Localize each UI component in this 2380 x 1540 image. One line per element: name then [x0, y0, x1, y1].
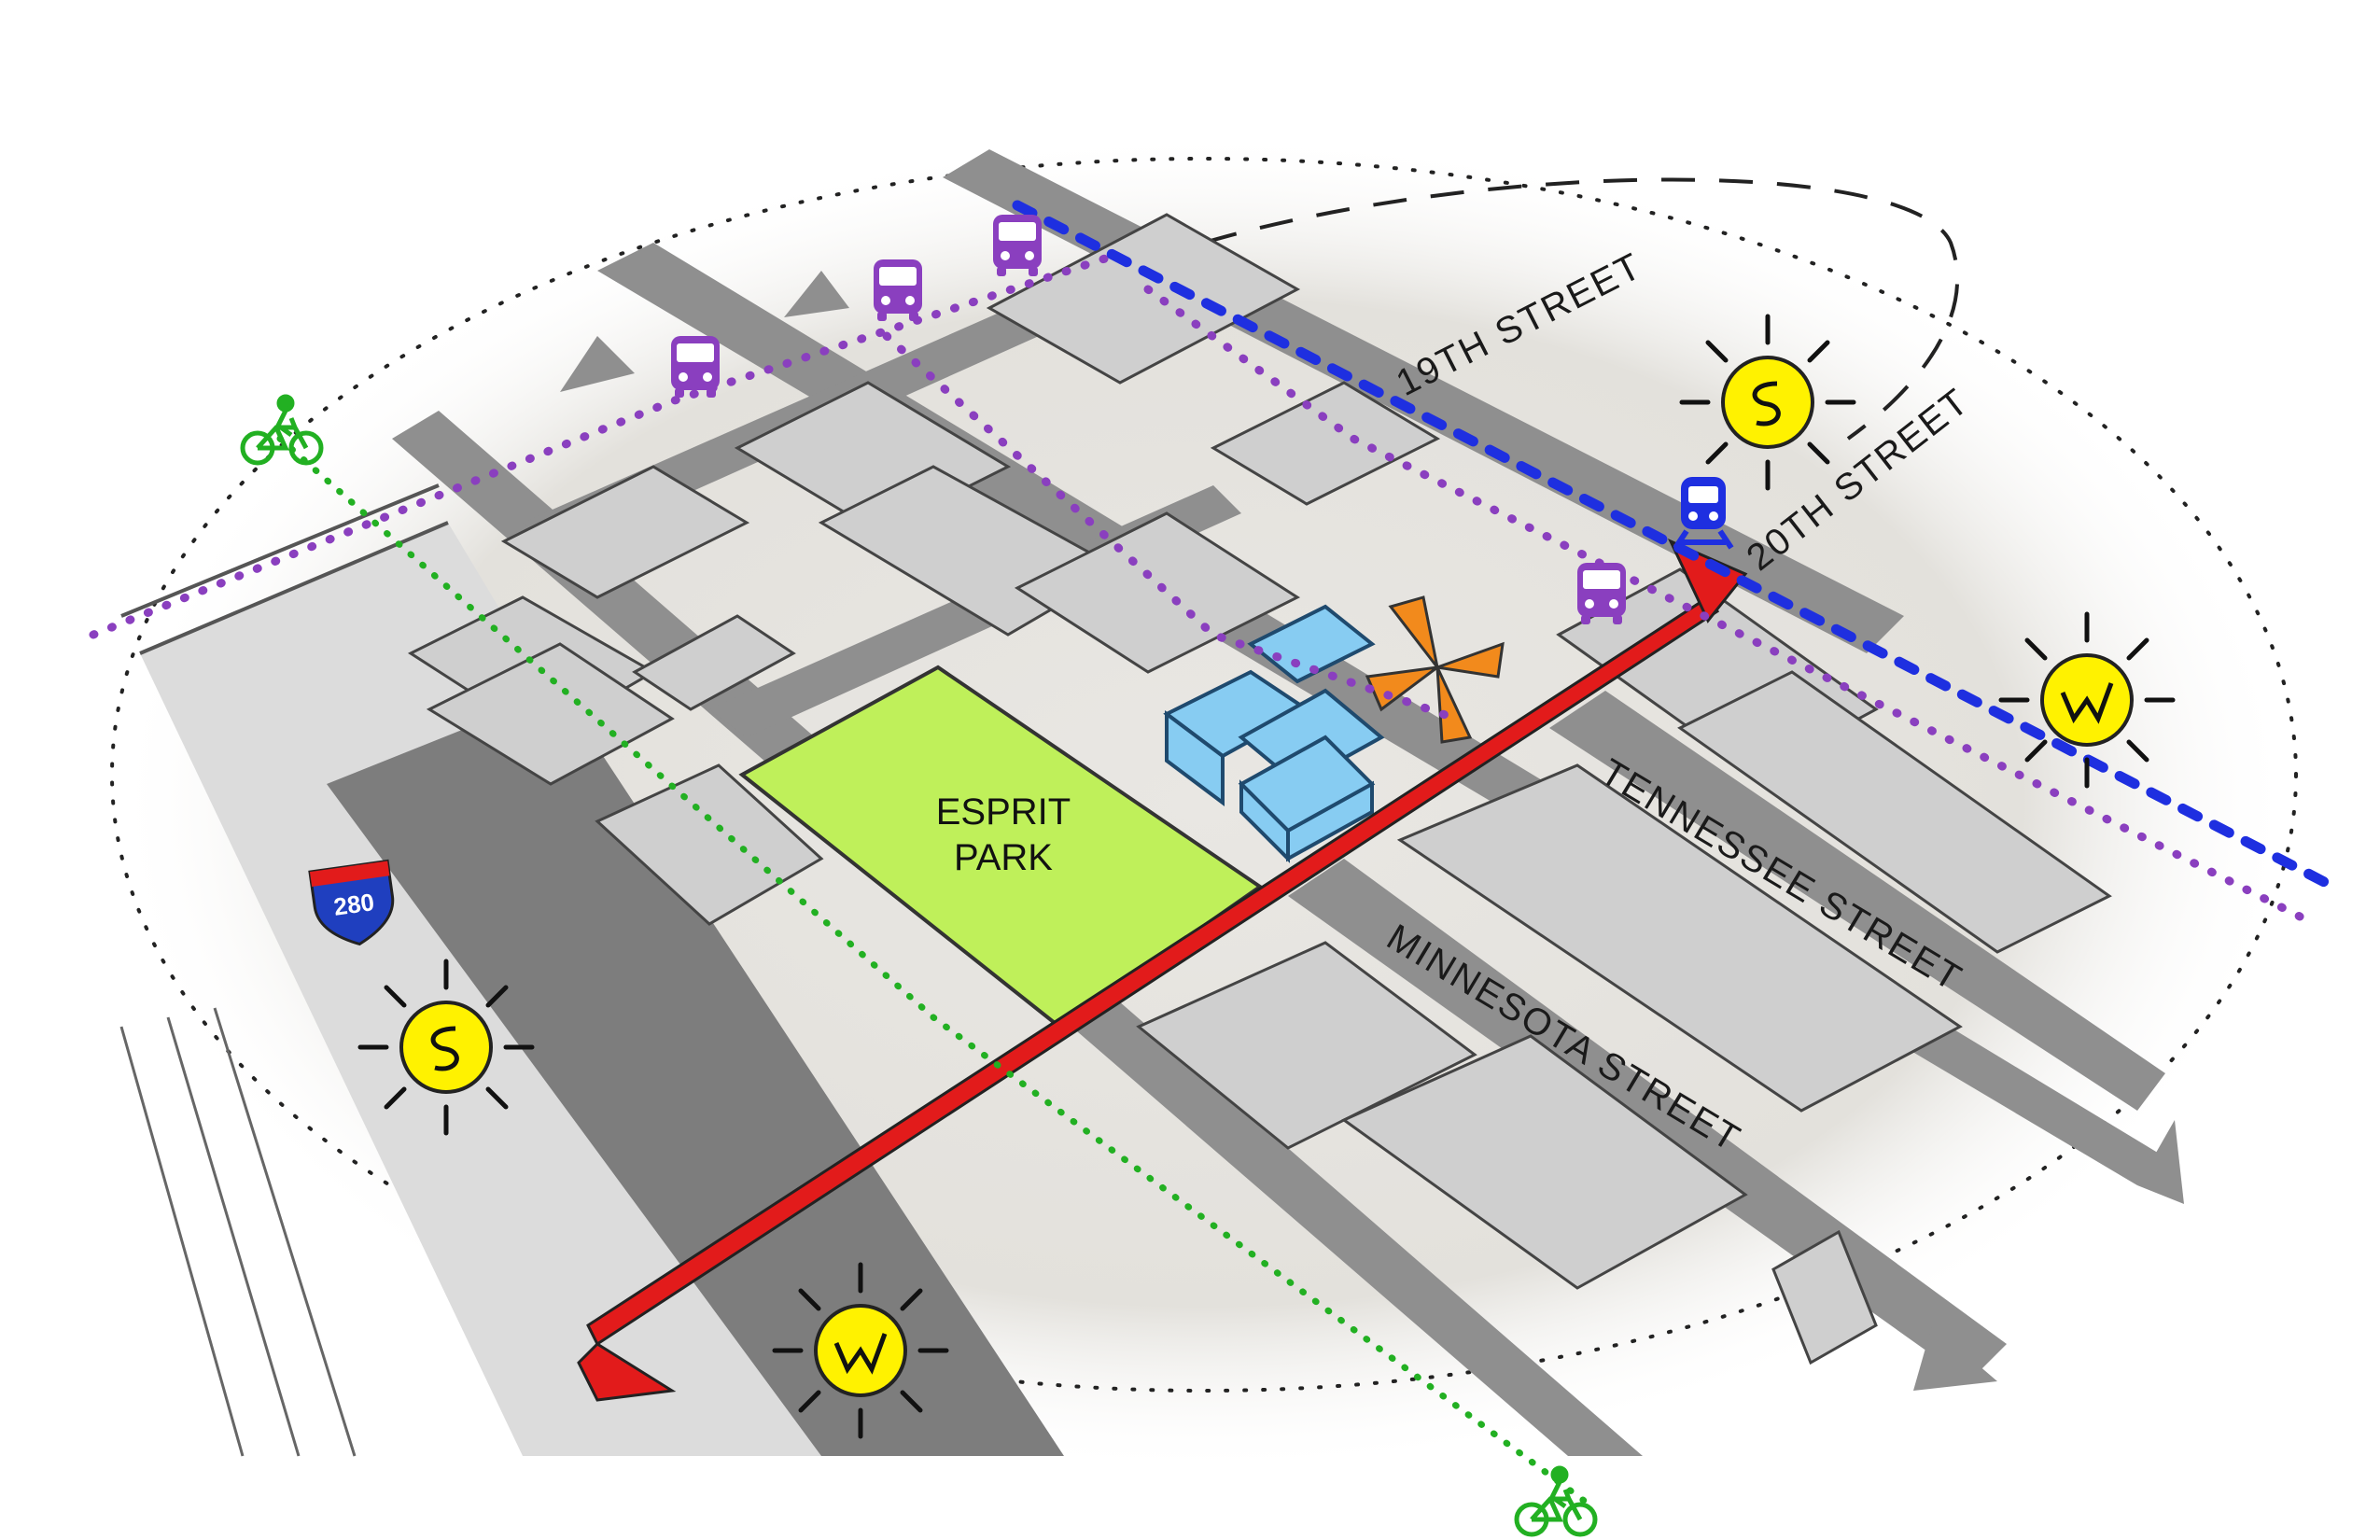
park-label-line2: PARK: [954, 837, 1053, 878]
shield-number: 280: [332, 888, 376, 921]
red-corridor-20th-street: [577, 539, 1748, 1402]
hub-star-icon: [1365, 595, 1505, 744]
bus-icon[interactable]: [1577, 563, 1626, 624]
sun-s-icon[interactable]: [360, 961, 532, 1133]
bus-icon[interactable]: [874, 259, 922, 321]
sun-s-icon[interactable]: [1682, 316, 1854, 488]
freeway-280: [119, 483, 1064, 1457]
park-label-line1: ESPRIT: [936, 791, 1071, 833]
bike-route-line: [276, 435, 1590, 1506]
sun-w-icon[interactable]: [775, 1265, 946, 1436]
bus-route-line: [89, 252, 2319, 929]
study-area-boundary: [110, 157, 2298, 1393]
bus-icon[interactable]: [671, 336, 720, 398]
sun-w-icon[interactable]: [2001, 614, 2173, 786]
north-dashed-loop: [1203, 177, 1960, 441]
bus-icon[interactable]: [993, 215, 1042, 276]
project-site[interactable]: [1163, 604, 1385, 863]
city-blocks: [407, 213, 2112, 1365]
esprit-park[interactable]: [738, 665, 1264, 1029]
highway-280-shield: 280: [308, 859, 395, 946]
